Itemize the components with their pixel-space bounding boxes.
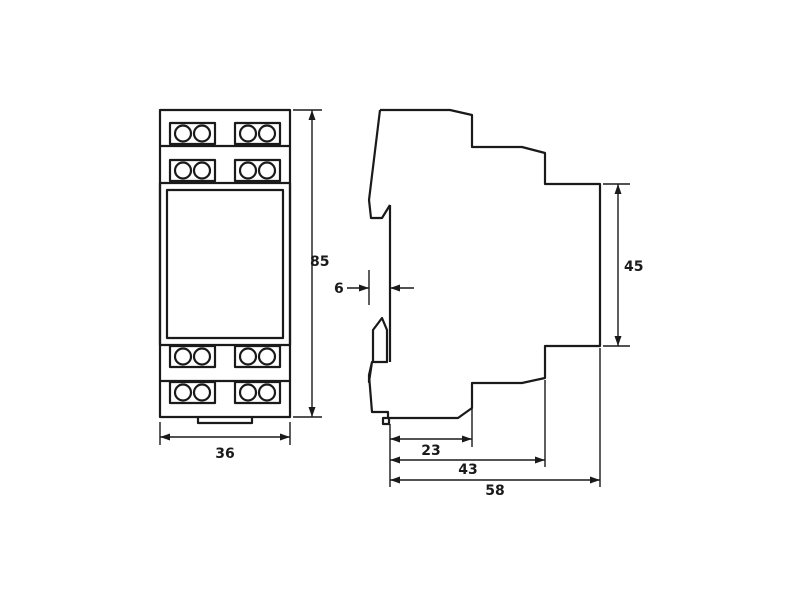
front-center-panel: [158, 181, 292, 347]
terminal-block: [233, 121, 282, 146]
dimension-front-width: 36: [159, 422, 291, 462]
front-housing-outline: [158, 108, 292, 419]
terminal-block: [168, 380, 217, 405]
side-housing-outline: [367, 108, 602, 420]
depth-front-label: 23: [421, 443, 440, 459]
terminal-block: [233, 158, 282, 183]
dimension-depths: 23 43 58: [389, 348, 601, 499]
terminal-block: [168, 344, 217, 369]
din-rail-foot: [381, 416, 391, 426]
depth-mid-label: 43: [458, 462, 477, 478]
din-clip-tab: [196, 417, 254, 425]
dimension-rail-offset: 6: [334, 270, 414, 305]
front-width-label: 36: [215, 446, 234, 462]
front-height-label: 85: [310, 254, 329, 270]
terminal-block: [233, 380, 282, 405]
rail-offset-label: 6: [334, 281, 344, 297]
front-window: [165, 188, 285, 340]
dimension-front-height: 85: [293, 109, 329, 418]
terminal-block: [168, 158, 217, 183]
side-view: [367, 108, 602, 426]
side-height-label: 45: [624, 259, 643, 275]
dimension-side-height: 45: [603, 183, 643, 347]
terminal-block: [168, 121, 217, 146]
depth-total-label: 58: [485, 483, 504, 499]
front-view: [158, 108, 292, 425]
terminal-block: [233, 344, 282, 369]
